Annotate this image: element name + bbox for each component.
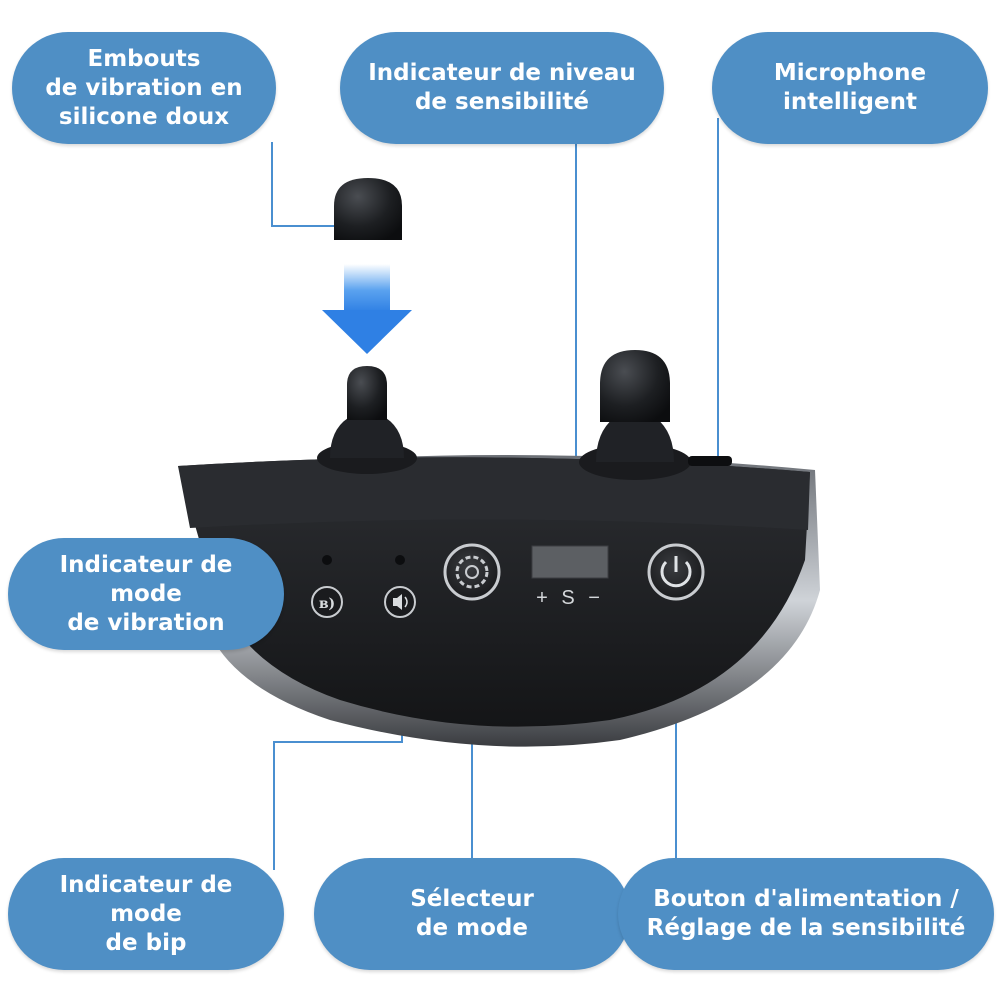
right-contact-prong (579, 350, 691, 480)
svg-text:ʙ): ʙ) (319, 596, 335, 612)
beep-mode-icon (384, 586, 416, 618)
label-microphone-text: Microphone intelligent (773, 60, 927, 115)
label-vibration-mode: Indicateur de mode de vibration (8, 538, 284, 650)
label-mode-selector-text: Sélecteur de mode (410, 886, 534, 941)
label-beep-mode: Indicateur de mode de bip (8, 858, 284, 970)
sensitivity-level-display (531, 545, 609, 579)
label-beep-mode-text: Indicateur de mode de bip (59, 871, 233, 956)
microphone-slot (688, 456, 732, 466)
label-microphone: Microphone intelligent (712, 32, 988, 144)
beep-led (395, 555, 405, 565)
power-button[interactable] (647, 543, 705, 601)
vibration-mode-icon: ʙ) (311, 586, 343, 618)
label-vibration-mode-text: Indicateur de mode de vibration (59, 551, 233, 636)
down-arrow-icon (322, 264, 412, 354)
label-mode-selector: Sélecteur de mode (314, 858, 630, 970)
label-power-button-text: Bouton d'alimentation / Réglage de la se… (646, 886, 966, 941)
left-contact-prong (317, 366, 417, 474)
label-power-button: Bouton d'alimentation / Réglage de la se… (618, 858, 994, 970)
vibration-led (322, 555, 332, 565)
label-sensitivity-indicator: Indicateur de niveau de sensibilité (340, 32, 664, 144)
label-silicone-tips-text: Embouts de vibration en silicone doux (45, 45, 243, 130)
label-silicone-tips: Embouts de vibration en silicone doux (12, 32, 276, 144)
sensitivity-controls-label: + S − (536, 587, 604, 609)
mode-selector-button[interactable] (443, 543, 501, 601)
loose-silicone-tip (334, 178, 402, 240)
label-sensitivity-indicator-text: Indicateur de niveau de sensibilité (368, 60, 636, 115)
